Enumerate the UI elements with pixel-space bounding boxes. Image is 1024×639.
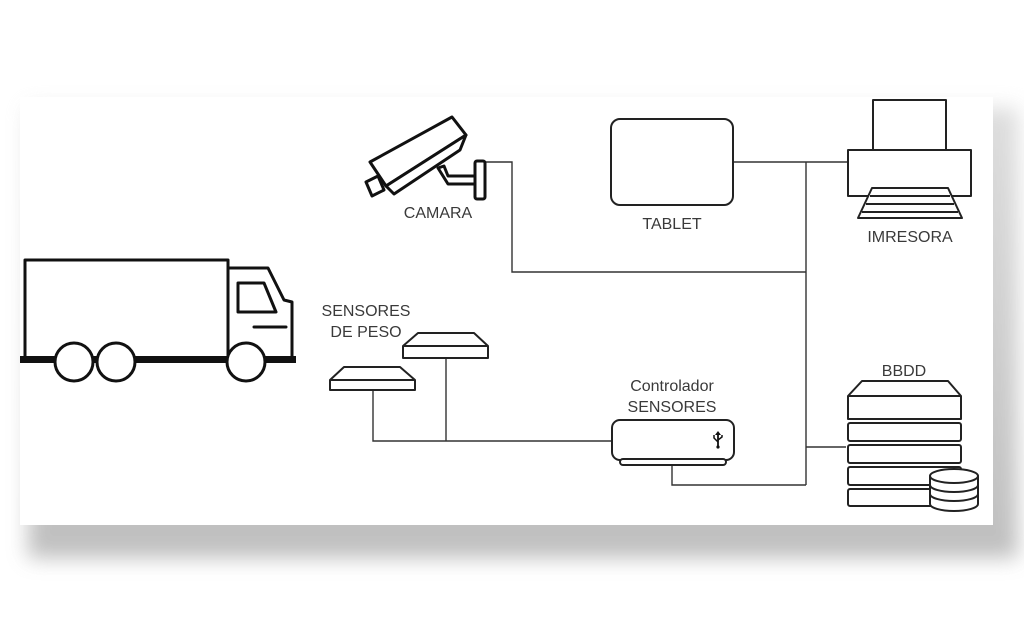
weight-sensors-label-line2: DE PESO bbox=[330, 324, 401, 341]
database-label: BBDD bbox=[882, 363, 926, 380]
weight-sensor-icon bbox=[329, 332, 489, 391]
wire-controller bbox=[671, 462, 806, 486]
truck-icon bbox=[20, 258, 296, 383]
controller-icon bbox=[611, 419, 735, 466]
database-icon bbox=[847, 380, 979, 512]
weight-sensors-label-line1: SENSORES bbox=[322, 303, 411, 320]
controller-label-line2: SENSORES bbox=[628, 399, 717, 416]
wire-camera bbox=[484, 161, 806, 273]
printer-icon bbox=[847, 99, 972, 219]
camera-icon bbox=[364, 115, 487, 201]
camera-label: CAMARA bbox=[404, 205, 473, 222]
tablet-label: TABLET bbox=[642, 216, 702, 233]
connection-lines bbox=[372, 161, 848, 486]
wire-sensor-1 bbox=[372, 390, 612, 442]
printer-label: IMRESORA bbox=[867, 229, 953, 246]
controller-label-line1: Controlador bbox=[630, 378, 714, 395]
usb-icon bbox=[713, 431, 723, 449]
database-cylinder-icon bbox=[929, 468, 979, 512]
tablet-icon bbox=[610, 118, 734, 206]
